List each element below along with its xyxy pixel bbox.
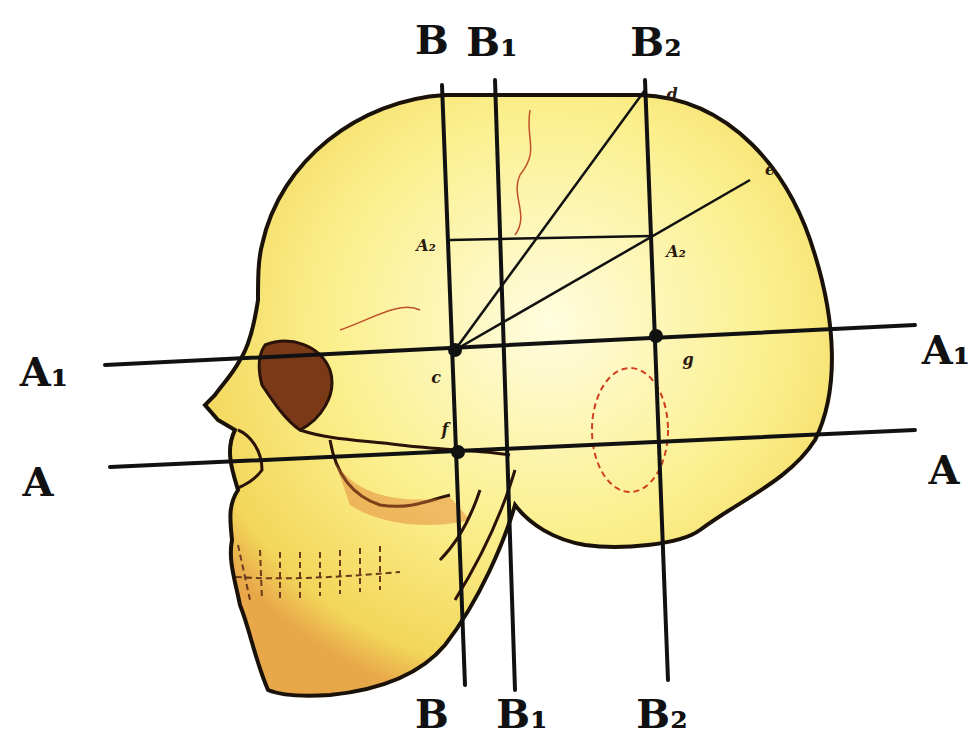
- line-a1: [105, 325, 915, 365]
- point-label: A₂: [416, 238, 435, 254]
- point-f: [451, 445, 465, 459]
- axis-label: A₁: [20, 352, 69, 392]
- diagonal-ce: [455, 180, 750, 350]
- mandible-ramus: [440, 470, 515, 600]
- line-b1: [495, 80, 515, 690]
- axis-label: A: [928, 450, 959, 490]
- point-g: [649, 329, 663, 343]
- axis-label: B₁: [496, 694, 547, 734]
- axis-label: B₁: [466, 22, 517, 62]
- axis-label: B₂: [636, 694, 687, 734]
- cheek-shadow: [335, 462, 470, 525]
- point-label: d: [666, 87, 677, 103]
- point-label: A₂: [666, 244, 685, 260]
- axis-label: A: [22, 462, 53, 502]
- axis-label: B: [415, 20, 449, 60]
- line-a2: [450, 236, 652, 240]
- axis-label: B: [415, 694, 449, 734]
- point-label: c: [431, 370, 441, 386]
- axis-label: A₁: [922, 330, 971, 370]
- line-a: [110, 430, 915, 467]
- point-c: [448, 343, 462, 357]
- point-label: g: [682, 352, 693, 368]
- skull-outline: [205, 95, 832, 696]
- point-label: e: [765, 162, 775, 178]
- diagonal-cd: [455, 90, 645, 350]
- teeth: [236, 545, 400, 600]
- line-b2: [645, 80, 668, 680]
- axis-label: B₂: [630, 22, 681, 62]
- line-b: [442, 85, 465, 685]
- point-label: f: [442, 422, 449, 438]
